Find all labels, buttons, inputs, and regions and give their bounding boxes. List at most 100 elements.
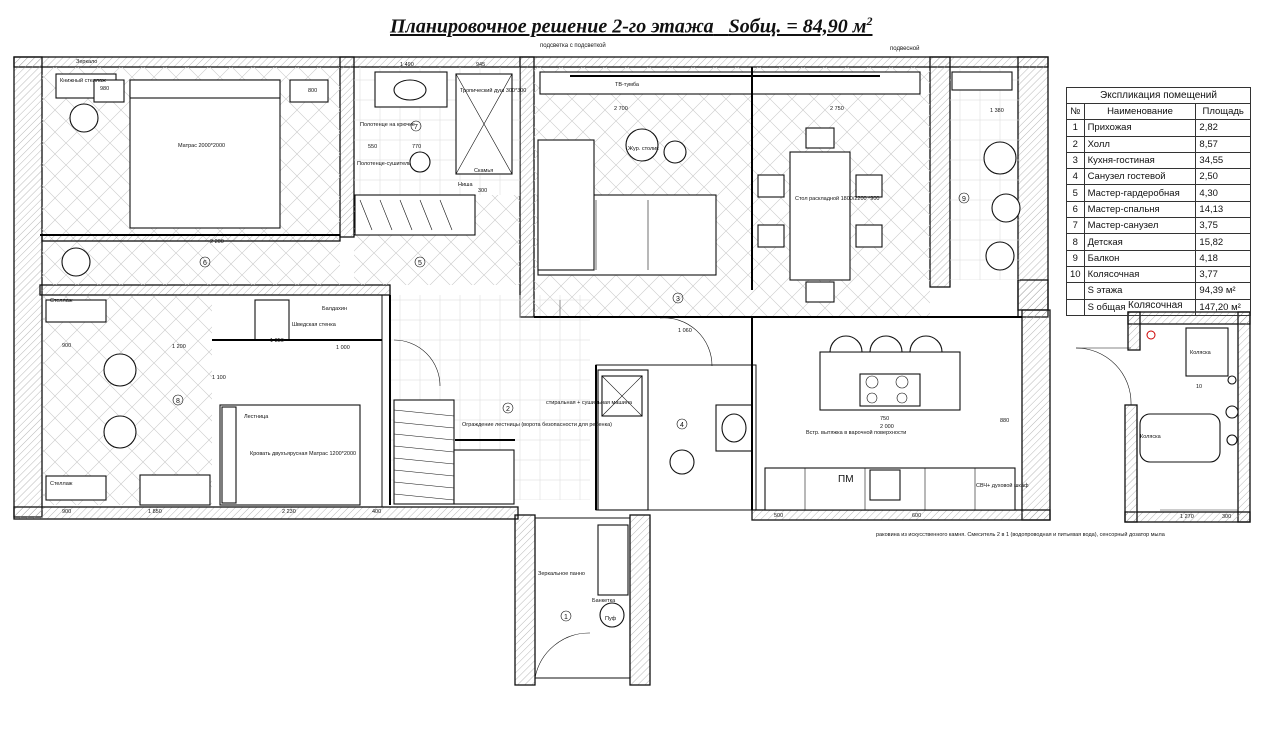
dining-table [789,151,851,281]
room-marker-7: 7 [410,120,422,132]
label-hood: Встр. вытяжка в варочной поверхности [806,429,906,436]
label-1850: 1 850 [148,509,162,515]
label-880: 880 [1000,418,1009,424]
room-marker-3: 3 [672,292,684,304]
title-main: Планировочное решение 2-го этажа [390,15,714,38]
label-mirror: Зеркало [76,59,97,65]
room-marker-9: 9 [958,192,970,204]
master-bathroom [354,71,513,236]
label-ladder: Лестница [244,414,269,420]
balcony [951,71,1021,271]
svg-text:9: 9 [962,196,966,203]
label-1200: 1 200 [172,344,186,350]
plant-icon [61,247,91,277]
svg-text:8: 8 [176,398,180,405]
label-shelf: Книжный стеллаж [60,77,106,84]
svg-text:5: 5 [418,260,422,267]
svg-text:3: 3 [676,296,680,303]
label-1000: 1 000 [336,345,350,351]
label-1490: 1 490 [400,62,414,68]
coffee-table [625,128,659,162]
tv-stand [539,71,921,95]
label-sink-note: раковина из искусственного камня. Смесит… [876,531,1166,538]
room-marker-2: 2 [502,402,514,414]
label-300: 300 [478,188,487,194]
staircase [393,399,515,505]
label-1350: 1 350 [270,338,284,344]
label-980: 980 [100,86,109,92]
stroller-b [1185,327,1229,377]
cooktop [859,373,921,407]
label-tv-stand: ТВ-тумба [615,82,640,88]
plan-title: Планировочное решение 2-го этажа Sобщ. =… [390,14,890,44]
stroller-room-title: Колясочная [1128,300,1183,311]
room-marker-4: 4 [676,418,688,430]
label-stroller-dim-a: 1 270 [1180,514,1194,520]
svg-text:6: 6 [203,260,207,267]
label-1100: 1 100 [212,375,226,381]
label-770: 770 [412,144,421,150]
svg-text:4: 4 [680,422,684,429]
label-900b: 900 [62,509,71,515]
label-sconce: подвесной [890,45,919,52]
master-wardrobe [354,194,476,236]
label-750: 750 [880,416,889,422]
nightstand-left [93,79,125,103]
explication-table: Экспликация помещений № Наименование Пло… [1066,87,1251,316]
label-master-mattress: Матрас 2000*2000 [178,143,225,149]
kitchen-sink [869,469,901,501]
col-area: Площадь [1195,102,1251,121]
label-shoe-shelf: Банкетка [592,598,616,604]
title-area: Sобщ. = 84,90 м [728,15,867,38]
room-marker-5: 5 [414,256,426,268]
svg-text:1: 1 [564,614,568,621]
label-1380: 1 380 [990,108,1004,114]
nursery-rack [45,299,107,323]
label-pouf: Пуф [605,616,617,622]
svg-text:7: 7 [414,124,418,131]
master-toilet [409,151,431,173]
armchair [69,103,99,133]
wall-bars [254,299,290,341]
label-stroller-dim-b: 300 [1222,514,1231,520]
entrance [534,517,631,679]
guest-toilet [669,449,695,475]
label-1060: 1 060 [678,328,692,334]
nursery [41,294,383,508]
label-2000: 2 000 [880,424,894,430]
label-dishwasher: ПМ [838,474,854,485]
interior-partitions [40,67,1022,510]
nightstand [289,79,329,103]
sofa-chaise [537,139,595,271]
label-stairs-guard: Ограждение лестницы (ворота безопасности… [462,422,612,428]
master-bed [129,79,281,229]
svg-text:2: 2 [506,406,510,413]
label-900: 900 [62,343,71,349]
label-500: 500 [774,513,783,519]
label-945: 945 [476,62,485,68]
label-towel: Полотенце на крючке [360,122,415,128]
shoe-cabinet [597,524,629,596]
stroller-a [1139,413,1221,463]
label-2750: 2 750 [830,106,844,112]
label-towel-dryer: Полотенце-сушитель [357,161,411,167]
label-2230: 2 230 [282,509,296,515]
title-area-sup: 2 [866,14,873,28]
bunk-bed [219,404,361,506]
label-2700: 2 700 [614,106,628,112]
label-800: 800 [308,88,317,94]
col-name: Наименование [1083,102,1197,121]
label-mirror-panel: Зеркальное панно [538,571,585,577]
master-bedroom [41,73,341,277]
